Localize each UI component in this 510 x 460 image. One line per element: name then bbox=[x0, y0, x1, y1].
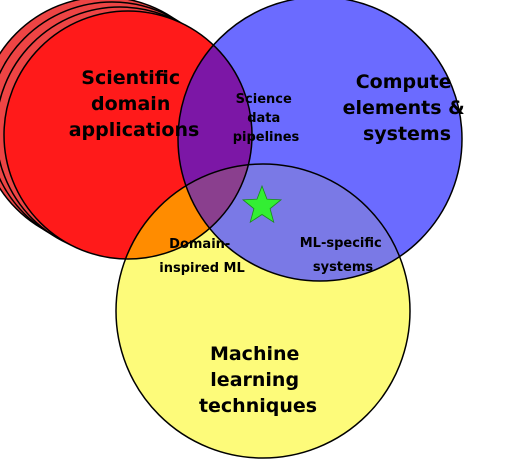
star-icon bbox=[241, 184, 283, 224]
ml-label: Machine learning techniques bbox=[199, 343, 317, 417]
scientific-outline bbox=[3, 10, 253, 260]
ml-outline bbox=[115, 163, 411, 459]
compute-outline bbox=[177, 0, 463, 282]
science-ml-label: Domain- inspired ML bbox=[159, 237, 245, 276]
science-compute-label: Science data pipelines bbox=[233, 92, 300, 145]
scientific-label: Scientific domain applications bbox=[69, 67, 200, 141]
science-ml-overlap bbox=[116, 164, 252, 259]
compute-ml-label: ML-specific systems bbox=[300, 236, 387, 275]
compute-label: Compute elements & systems bbox=[343, 71, 472, 145]
